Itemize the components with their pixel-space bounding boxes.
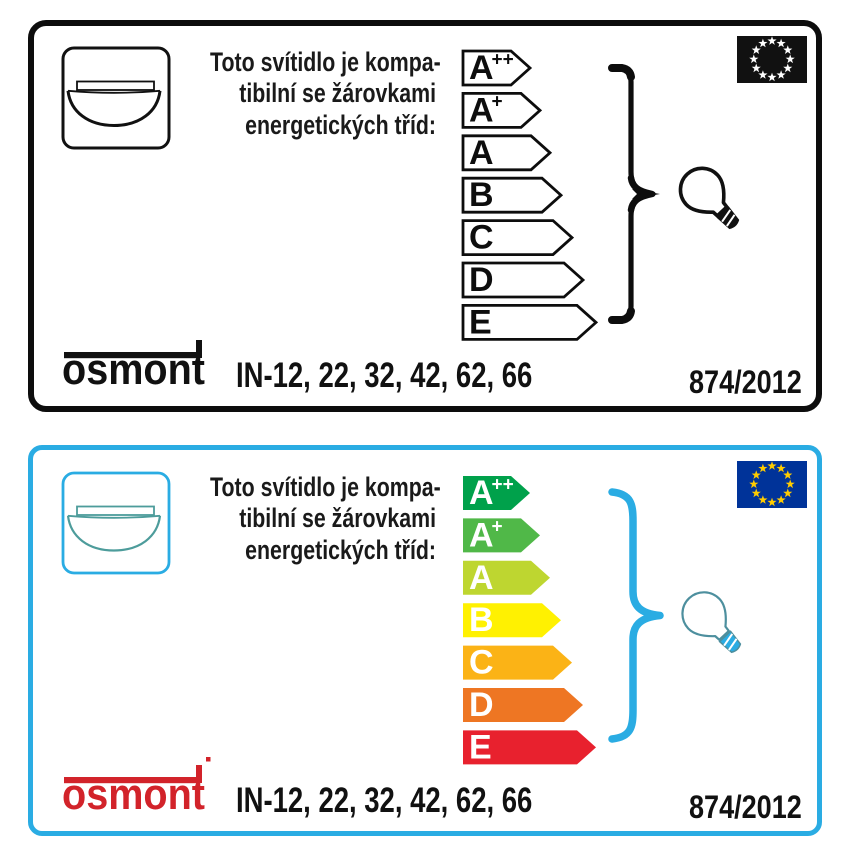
svg-text:osmont: osmont: [62, 770, 205, 813]
svg-text:E: E: [469, 303, 492, 341]
svg-text:osmont: osmont: [62, 345, 205, 388]
svg-text:C: C: [469, 219, 494, 257]
svg-text:++: ++: [492, 49, 514, 70]
svg-text:+: +: [492, 517, 503, 538]
svg-text:+: +: [492, 92, 503, 113]
svg-text:C: C: [469, 644, 494, 682]
svg-text:B: B: [469, 176, 494, 214]
svg-text:D: D: [469, 686, 494, 724]
svg-text:E: E: [469, 728, 492, 766]
svg-text:A: A: [469, 516, 494, 554]
svg-text:A: A: [469, 91, 494, 129]
svg-text:A: A: [469, 49, 494, 87]
svg-text:D: D: [469, 261, 494, 299]
svg-text:B: B: [469, 601, 494, 639]
svg-text:++: ++: [492, 474, 514, 495]
svg-text:A: A: [469, 474, 494, 512]
svg-text:A: A: [469, 559, 494, 597]
svg-text:A: A: [469, 134, 494, 172]
